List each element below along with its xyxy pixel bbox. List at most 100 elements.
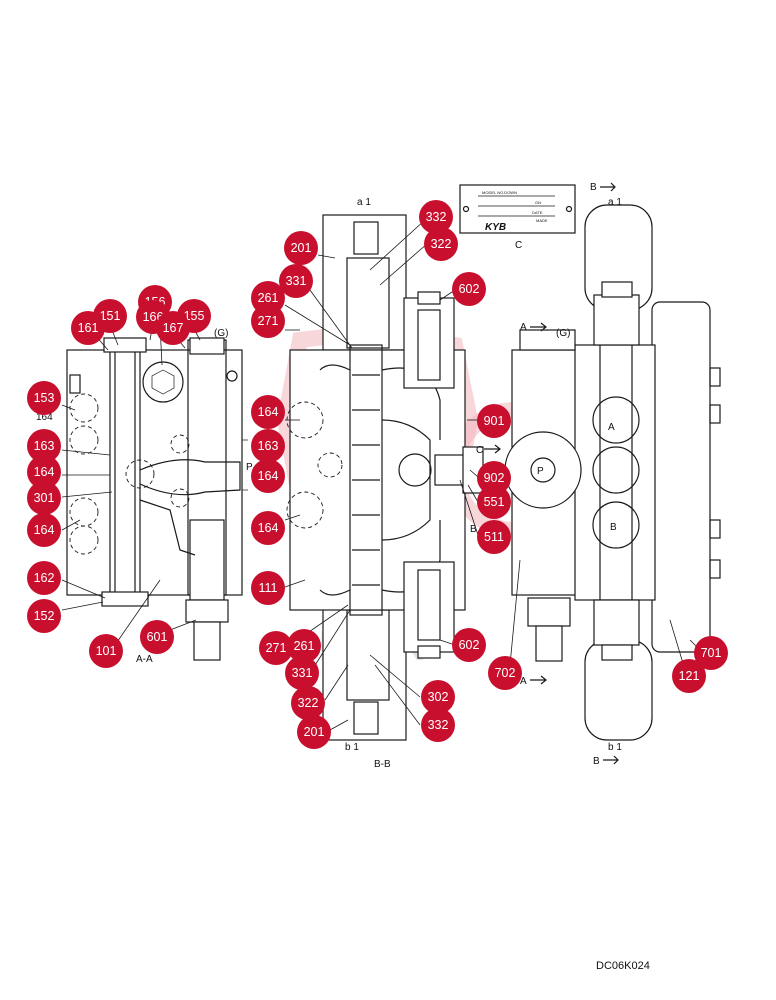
plain-label-164: 164 xyxy=(36,412,53,423)
hex-plug-166 xyxy=(142,361,184,403)
part-number-label: 601 xyxy=(147,630,168,644)
arrow-b-top-label: B xyxy=(590,182,597,193)
arrow-b-bottom-label: B xyxy=(593,756,600,767)
part-bubble-302: 302 xyxy=(421,680,455,714)
plate-line-4: MADE xyxy=(536,218,548,223)
part-bubble-circle xyxy=(279,264,313,298)
plate-logo: KYB xyxy=(485,222,506,233)
part-bubble-332: 332 xyxy=(421,708,455,742)
section-bb-view: a 1 b 1 B-B C B xyxy=(286,197,501,770)
part-bubble-circle xyxy=(297,715,331,749)
part-bubble-332: 332 xyxy=(419,200,453,234)
part-number-label: 902 xyxy=(484,471,505,485)
part-number-label: 261 xyxy=(294,639,315,653)
part-number-label: 164 xyxy=(34,523,55,537)
part-bubble-circle xyxy=(27,561,61,595)
part-bubble-circle xyxy=(27,455,61,489)
part-bubble-circle xyxy=(27,599,61,633)
part-bubble-circle xyxy=(291,686,325,720)
part-number-label: 602 xyxy=(459,638,480,652)
port-a-circle xyxy=(592,396,640,444)
part-bubble-circle xyxy=(672,659,706,693)
port-a1-center: a 1 xyxy=(357,197,371,208)
port-b1-center: b 1 xyxy=(345,742,359,753)
part-number-label: 111 xyxy=(258,581,277,595)
part-number-label: 511 xyxy=(484,530,504,544)
part-number-label: 331 xyxy=(292,666,313,680)
part-bubble-167: 167 xyxy=(156,311,190,345)
part-bubble-circle xyxy=(140,620,174,654)
part-bubble-902: 902 xyxy=(477,461,511,495)
view-c-label: C xyxy=(515,240,522,251)
part-bubble-271: 271 xyxy=(259,631,293,665)
valve-601 xyxy=(193,621,221,661)
port-p-left: P xyxy=(246,462,253,473)
part-number-label: 153 xyxy=(34,391,55,405)
port-relief-top xyxy=(403,297,455,389)
part-number-label: 322 xyxy=(298,696,319,710)
part-bubble-circle xyxy=(477,461,511,495)
part-bubble-702: 702 xyxy=(488,656,522,690)
part-number-label: 551 xyxy=(484,495,505,509)
part-bubble-circle xyxy=(421,680,455,714)
part-bubble-164: 164 xyxy=(27,455,61,489)
part-number-label: 332 xyxy=(428,718,449,732)
drawing-code: DC06K024 xyxy=(596,960,650,972)
part-bubble-101: 101 xyxy=(89,634,123,668)
part-bubble-164: 164 xyxy=(251,459,285,493)
part-number-label: 164 xyxy=(258,521,279,535)
part-bubble-circle xyxy=(156,311,190,345)
part-number-label: 301 xyxy=(34,491,55,505)
part-number-label: 152 xyxy=(34,609,55,623)
part-bubble-322: 322 xyxy=(424,227,458,261)
plate-line-3: DATE xyxy=(532,210,543,215)
part-bubble-circle xyxy=(27,513,61,547)
part-bubble-circle xyxy=(71,311,105,345)
label-plate-view-c: MODEL NO.DOWN GN DATE MADE KYB C xyxy=(459,184,576,251)
part-bubble-153: 153 xyxy=(27,381,61,415)
part-number-label: 164 xyxy=(258,405,279,419)
part-number-label: 201 xyxy=(304,725,325,739)
part-number-label: 155 xyxy=(184,309,205,323)
part-bubble-circle xyxy=(27,429,61,463)
part-number-label: 162 xyxy=(34,571,55,585)
plate-line-1: MODEL NO.DOWN xyxy=(482,190,517,195)
plug-152 xyxy=(101,591,149,607)
part-number-label: 261 xyxy=(258,291,279,305)
part-bubble-circle xyxy=(251,395,285,429)
part-number-label: 151 xyxy=(100,309,121,323)
port-b-circle xyxy=(592,501,640,549)
part-number-label: 163 xyxy=(34,439,55,453)
plug-top xyxy=(353,221,379,255)
part-bubble-162: 162 xyxy=(27,561,61,595)
part-bubble-301: 301 xyxy=(27,481,61,515)
relief-valve xyxy=(189,519,225,601)
part-bubble-circle xyxy=(284,231,318,265)
part-bubble-circle xyxy=(259,631,293,665)
part-bubble-201: 201 xyxy=(284,231,318,265)
part-bubble-circle xyxy=(285,656,319,690)
part-bubble-121: 121 xyxy=(672,659,706,693)
part-number-label: 322 xyxy=(431,237,452,251)
cap-151 xyxy=(103,337,147,353)
valve-nut xyxy=(185,599,229,623)
part-number-label: 121 xyxy=(679,669,700,683)
part-bubble-602: 602 xyxy=(452,272,486,306)
part-number-label: 164 xyxy=(258,469,279,483)
part-number-label: 702 xyxy=(495,666,516,680)
port-g-left: (G) xyxy=(214,328,228,339)
port-a1-right: a 1 xyxy=(608,197,622,208)
part-number-label: 271 xyxy=(258,314,279,328)
part-number-label: 167 xyxy=(163,321,184,335)
part-bubble-circle xyxy=(452,628,486,662)
part-number-label: 164 xyxy=(34,465,55,479)
part-bubble-164: 164 xyxy=(251,395,285,429)
port-p-right: P xyxy=(537,466,544,477)
label-plate xyxy=(459,184,576,234)
side-view: P A B (G) A A B a 1 b 1 B xyxy=(504,182,721,767)
part-bubble-circle xyxy=(488,656,522,690)
part-bubble-164: 164 xyxy=(27,513,61,547)
part-bubble-circle xyxy=(251,571,285,605)
part-bubbles: 1511561611661551671531631643011641621521… xyxy=(27,200,728,749)
